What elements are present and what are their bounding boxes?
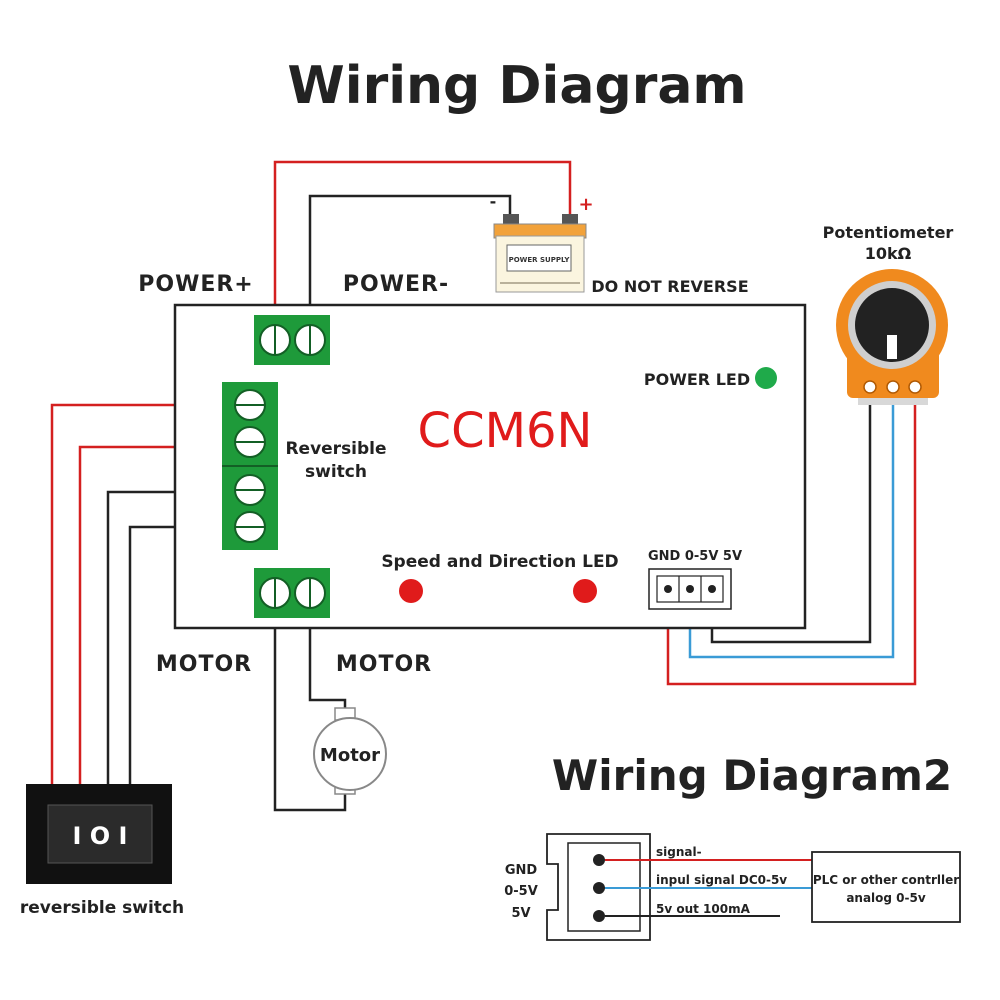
battery-plus-sign: + [578, 194, 593, 215]
d2-pin-label-gnd: GND [505, 863, 538, 878]
d2-wire-label-1: signal- [656, 845, 702, 859]
d2-wire-label-2: inpul signal DC0-5v [656, 873, 787, 887]
motor-label-right: MOTOR [336, 652, 432, 677]
motor-label-left: MOTOR [156, 652, 252, 677]
signal-pins-label: GND 0-5V 5V [648, 549, 742, 564]
d2-pin-label-0-5v: 0-5V [504, 884, 538, 899]
power-minus-label: POWER- [343, 272, 449, 297]
power-plus-label: POWER+ [138, 272, 254, 297]
reversible-switch-terminal [222, 382, 278, 550]
pot-label-2: 10kΩ [865, 244, 912, 263]
switch-face-text: I O I [73, 822, 128, 850]
battery-minus-sign: - [490, 192, 497, 211]
speed-led-left [399, 579, 423, 603]
controller-name: CCM6N [418, 403, 593, 459]
power-minus-wire [308, 194, 512, 330]
pot-label-1: Potentiometer [823, 223, 954, 242]
second-title: Wiring Diagram2 [552, 751, 952, 800]
speed-led-right [573, 579, 597, 603]
signal-connector [648, 568, 732, 610]
motor-symbol [313, 707, 387, 795]
motor-wire-1 [273, 615, 347, 812]
power-supply-text: POWER SUPPLY [509, 256, 571, 264]
speed-led-label: Speed and Direction LED [381, 552, 618, 572]
reversible-switch [26, 784, 172, 884]
power-led [755, 367, 777, 389]
do-not-reverse-label: DO NOT REVERSE [591, 277, 748, 296]
power-plus-wire [273, 160, 572, 330]
d2-wire-label-3: 5v out 100mA [656, 902, 751, 916]
main-title: Wiring Diagram [287, 56, 746, 116]
reversible-label-1: Reversible [285, 439, 386, 459]
reversible-label-2: switch [305, 462, 367, 482]
pot-wire-5v [666, 402, 917, 686]
power-supply-battery [493, 214, 587, 293]
d2-plc-label-2: analog 0-5v [846, 891, 926, 905]
potentiometer [836, 269, 948, 405]
switch-caption: reversible switch [20, 898, 184, 918]
motor-body-label: Motor [320, 745, 380, 766]
d2-plc-box [811, 851, 961, 923]
power-terminal [254, 315, 330, 365]
motor-terminal [254, 568, 330, 618]
d2-pin-label-5v: 5V [511, 906, 530, 921]
power-led-label: POWER LED [644, 370, 750, 389]
d2-plc-label-1: PLC or other contrller [813, 873, 959, 887]
